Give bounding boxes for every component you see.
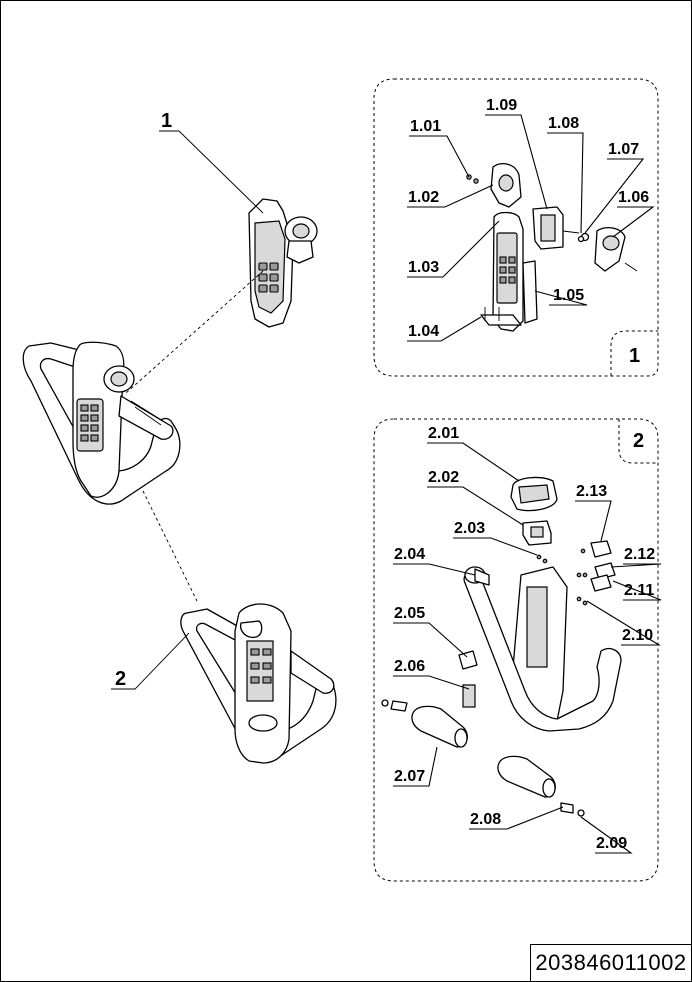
label-1-03: 1.03 — [408, 259, 439, 276]
label-2-06: 2.06 — [394, 658, 425, 675]
label-1-05: 1.05 — [553, 287, 584, 304]
tiller-handle-assembly — [22, 341, 181, 505]
label-assembly-2: 2 — [115, 668, 126, 690]
label-assembly-1: 1 — [161, 110, 172, 132]
label-1-04: 1.04 — [408, 323, 439, 340]
label-1-06: 1.06 — [618, 189, 649, 206]
label-2-05: 2.05 — [394, 605, 425, 622]
label-2-10: 2.10 — [622, 627, 653, 644]
connector-2 — [142, 490, 198, 602]
control-head-assembly-1 — [248, 198, 318, 328]
label-1-08: 1.08 — [548, 115, 579, 132]
document-number: 203846011002 — [530, 944, 691, 981]
connector-1 — [125, 270, 264, 394]
label-2-04: 2.04 — [394, 546, 425, 563]
label-2-07: 2.07 — [394, 768, 425, 785]
label-2-12: 2.12 — [624, 546, 655, 563]
detail-panel-2: 2 — [373, 418, 662, 882]
handle-assembly-2 — [180, 603, 337, 764]
leader-2 — [111, 632, 190, 690]
label-1-02: 1.02 — [408, 189, 439, 206]
label-1-01: 1.01 — [410, 118, 441, 135]
label-2-13: 2.13 — [576, 483, 607, 500]
panel-2-number: 2 — [633, 430, 644, 452]
panel-1-number: 1 — [629, 345, 640, 367]
label-2-01: 2.01 — [428, 425, 459, 442]
label-1-09: 1.09 — [486, 97, 517, 114]
detail-panel-1: 1 1.01 1. — [373, 78, 659, 377]
label-2-03: 2.03 — [454, 520, 485, 537]
label-2-02: 2.02 — [428, 469, 459, 486]
label-1-07: 1.07 — [608, 141, 639, 158]
label-2-11: 2.11 — [624, 582, 654, 599]
label-2-08: 2.08 — [470, 811, 501, 828]
leader-1 — [159, 130, 264, 214]
label-2-09: 2.09 — [596, 835, 627, 852]
